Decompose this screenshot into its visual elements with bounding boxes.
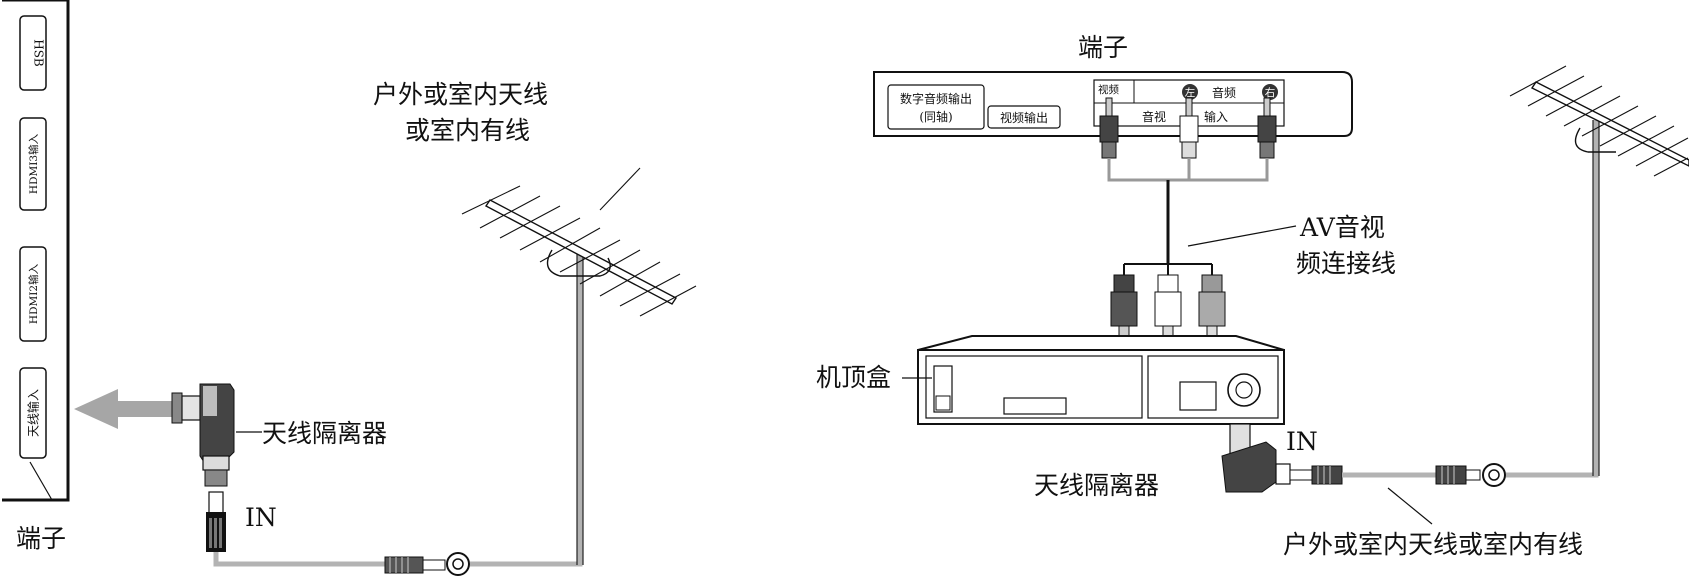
right-antenna — [1509, 65, 1689, 177]
left-antenna-isolator — [171, 383, 235, 487]
right-antenna-isolator — [1221, 423, 1291, 493]
digital-audio-line1: 数字音频输出 — [900, 91, 972, 106]
av-cable-leader — [1187, 225, 1297, 247]
input-label: 输入 — [1204, 109, 1228, 124]
port-antenna-in — [19, 367, 47, 459]
set-top-box — [917, 335, 1285, 425]
right-coax-plug-1 — [1289, 465, 1343, 485]
port-hsb-label: HSB — [32, 39, 46, 67]
tv-side-panel: HSB HDMI3输入 HDMI2输入 天线输入 — [2, 0, 70, 502]
right-badge — [1262, 84, 1278, 100]
top-rca-plugs — [1099, 97, 1277, 159]
video-out-port — [987, 105, 1061, 129]
left-antenna-feed — [470, 250, 583, 567]
right-coax-plug-2 — [1435, 463, 1506, 487]
bottom-rca-plugs — [1110, 274, 1226, 345]
port-hdmi3 — [19, 117, 47, 211]
left-terminal-label: 端子 — [16, 524, 66, 553]
svg-text:左: 左 — [1185, 86, 1196, 99]
digital-audio-line2: (同轴) — [919, 109, 952, 124]
right-antenna-feed — [1506, 120, 1599, 478]
left-isolator-label: 天线隔离器 — [262, 419, 387, 448]
left-coax-plug — [384, 552, 470, 576]
av-label: 音视 — [1142, 109, 1166, 124]
port-hdmi3-label: HDMI3输入 — [27, 133, 40, 194]
left-coax-cable — [213, 552, 385, 567]
right-diagram: 端子 数字音频输出 (同轴) 视频输出 视频 左 音频 右 音视 输入 — [816, 33, 1689, 559]
port-hdmi2 — [19, 246, 47, 342]
right-antenna-label: 户外或室内天线或室内有线 — [1283, 530, 1583, 559]
direction-arrow — [74, 389, 172, 429]
av-cable-label-line1: AV音视 — [1299, 213, 1385, 242]
video-label: 视频 — [1098, 83, 1120, 96]
left-in-label: IN — [245, 503, 277, 532]
port-antenna-in-label: 天线输入 — [26, 389, 41, 437]
left-antenna-leader — [599, 167, 641, 211]
terminal-leader-line — [29, 461, 53, 501]
terminal-panel: 数字音频输出 (同轴) 视频输出 视频 左 音频 右 音视 输入 — [873, 71, 1353, 137]
left-antenna — [461, 167, 697, 317]
av-cable-label-line2: 频连接线 — [1296, 249, 1396, 278]
right-isolator-label: 天线隔离器 — [1034, 471, 1159, 500]
right-antenna-leader — [1387, 487, 1433, 525]
left-antenna-label-line1: 户外或室内天线 — [373, 80, 548, 109]
right-in-label: IN — [1286, 427, 1318, 456]
left-diagram: HSB HDMI3输入 HDMI2输入 天线输入 端子 天线隔离器 — [2, 0, 697, 576]
audio-label: 音频 — [1212, 85, 1236, 100]
settop-label: 机顶盒 — [816, 363, 891, 392]
video-out-label: 视频输出 — [1000, 110, 1048, 125]
port-hsb — [19, 15, 47, 91]
right-terminal-label: 端子 — [1078, 33, 1128, 62]
svg-text:右: 右 — [1265, 86, 1276, 99]
left-antenna-label-line2: 或室内有线 — [405, 116, 530, 145]
port-hdmi2-label: HDMI2输入 — [27, 263, 40, 324]
digital-audio-out-port — [887, 84, 985, 130]
left-in-connector — [206, 491, 226, 552]
left-badge — [1182, 84, 1198, 100]
